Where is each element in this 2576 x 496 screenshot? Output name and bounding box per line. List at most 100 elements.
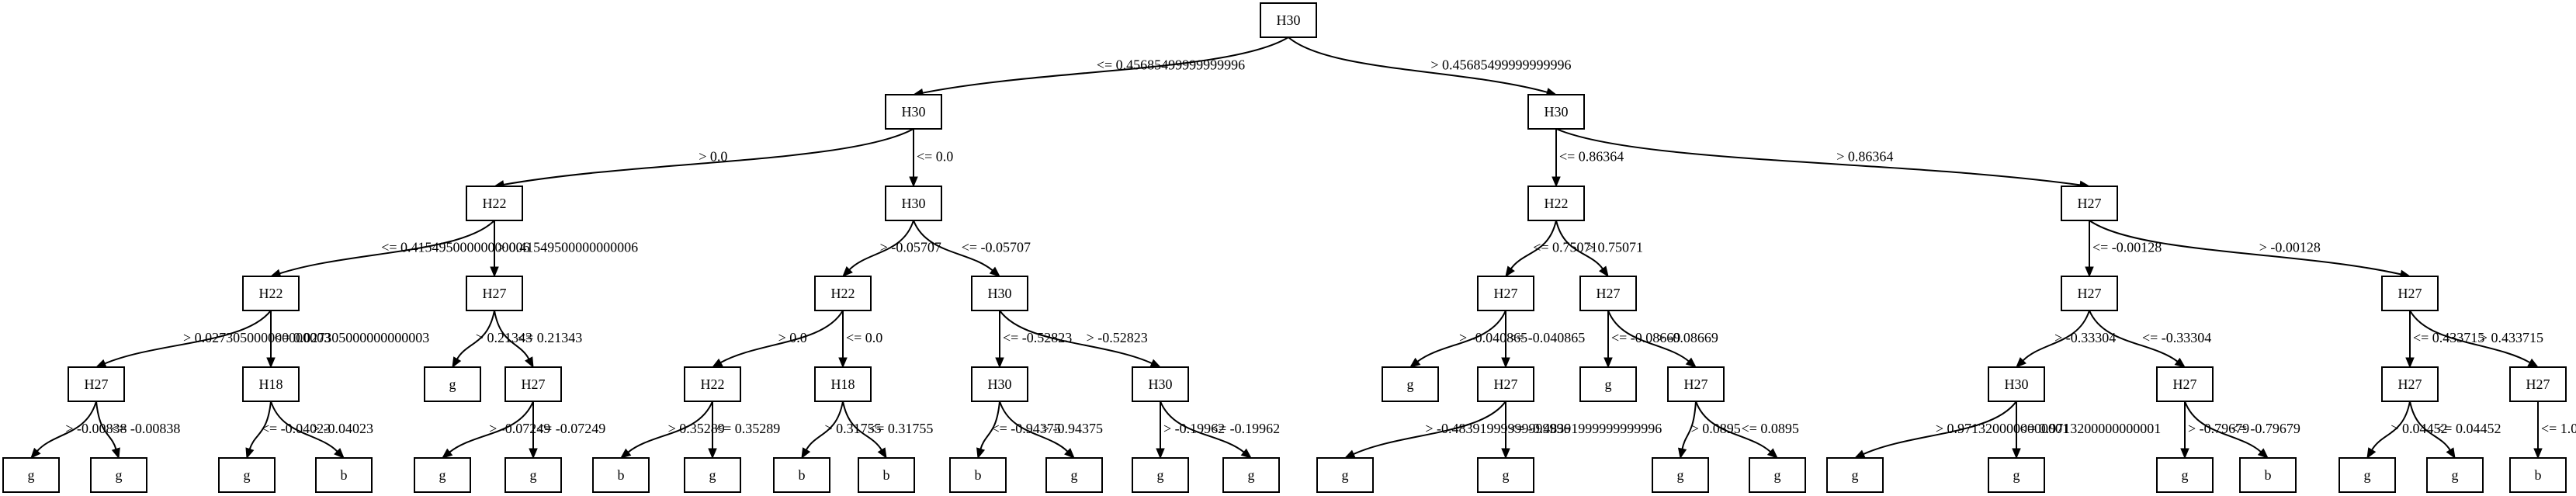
edge-n18-n35: > -0.07249 <box>441 401 550 459</box>
edge-n21-n41: <= -0.94375 <box>976 401 1061 460</box>
node-box <box>1667 366 1725 402</box>
split-node-h27: H27 <box>2381 276 2439 311</box>
edge-n7-n16: <= 0.027305000000000003 <box>266 310 429 369</box>
node-label: H27 <box>522 376 546 392</box>
edge-n5-n11: <= 0.75071 <box>1505 220 1598 278</box>
node-box <box>971 366 1028 402</box>
edge-line <box>2184 401 2262 453</box>
arrowhead-icon <box>1343 449 1356 459</box>
node-label: g <box>2182 467 2189 483</box>
edge-n5-n12: > 0.75071 <box>1555 220 1643 278</box>
arrowhead-icon <box>708 448 717 460</box>
edge-label: > 0.0 <box>778 330 807 345</box>
node-box <box>2426 457 2484 493</box>
node-box <box>1316 457 1374 493</box>
split-node-h30: H30 <box>1527 94 1585 130</box>
node-label: b <box>2535 467 2542 483</box>
edge-line <box>95 401 117 449</box>
edge-n13-n27: > -0.33304 <box>2016 310 2116 368</box>
node-box <box>814 276 872 311</box>
edge-n14-n30: > 0.433715 <box>2409 310 2543 368</box>
arrowhead-icon <box>2174 357 2186 368</box>
node-label: b <box>883 467 890 483</box>
edge-label: > -0.08669 <box>1657 330 1718 345</box>
edge-n12-n26: > -0.08669 <box>1607 310 1718 368</box>
edge-line <box>2409 401 2451 451</box>
split-node-h30: H30 <box>885 94 942 130</box>
node-label: H27 <box>2398 286 2422 301</box>
edge-label: <= -0.52823 <box>1003 330 1072 345</box>
node-label: b <box>975 467 982 483</box>
edge-n28-n52: <= -0.79679 <box>2184 401 2300 459</box>
edge-label: <= -0.19962 <box>1211 421 1280 436</box>
split-node-h27: H27 <box>2061 276 2118 311</box>
split-node-h22: H22 <box>466 186 523 221</box>
leaf-node-g: g <box>218 457 276 493</box>
node-box <box>1527 94 1585 130</box>
edge-label: <= 0.9713200000000001 <box>2020 421 2161 436</box>
split-node-h27: H27 <box>1579 276 1637 311</box>
node-box <box>949 457 1007 493</box>
edge-label: > -0.040865 <box>1459 330 1527 345</box>
node-label: g <box>449 376 456 392</box>
edge-line <box>2371 401 2411 451</box>
node-box <box>2239 457 2297 493</box>
node-label: g <box>1605 376 1612 392</box>
node-box <box>885 94 942 130</box>
leaf-node-b: b <box>773 457 830 493</box>
node-label: b <box>799 467 806 483</box>
edge-n2-n5: <= 0.86364 <box>1551 129 1624 188</box>
edge-label: <= -0.00838 <box>111 421 180 436</box>
arrowhead-icon <box>619 448 632 459</box>
edge-label: <= 0.027305000000000003 <box>274 330 429 345</box>
edge-line <box>913 220 993 272</box>
arrowhead-icon <box>1853 449 1866 459</box>
edge-n3-n8: > 0.41549500000000006 <box>490 220 638 278</box>
arrowhead-icon <box>525 356 534 369</box>
node-label: g <box>2452 467 2459 483</box>
split-node-h27: H27 <box>2156 366 2214 402</box>
split-node-h22: H22 <box>814 276 872 311</box>
edge-label: <= -0.00128 <box>2092 240 2162 255</box>
edge-line <box>1288 36 1548 93</box>
edge-line <box>1555 128 2081 186</box>
node-label: g <box>709 467 716 483</box>
edge-label: <= 0.75071 <box>1533 240 1597 255</box>
node-label: H22 <box>483 196 507 211</box>
split-node-h27: H27 <box>68 366 125 402</box>
node-label: g <box>439 467 446 483</box>
arrowhead-icon <box>1156 448 1165 460</box>
edge-line <box>104 310 272 365</box>
edge-n19-n38: <= 0.35289 <box>708 401 780 460</box>
node-label: b <box>618 467 625 483</box>
edge-line <box>1510 220 1557 269</box>
split-node-h27: H27 <box>1477 276 1534 311</box>
arrowhead-icon <box>334 448 345 459</box>
edge-label: <= 0.31755 <box>868 421 933 436</box>
tree-edges: <= 0.45685499999999996> 0.45685499999999… <box>30 36 2576 460</box>
node-label: H30 <box>988 376 1012 392</box>
arrowhead-icon <box>452 356 462 369</box>
edge-line <box>848 220 914 271</box>
edge-label: > 0.21343 <box>476 330 532 345</box>
leaf-node-g: g <box>2426 457 2484 493</box>
node-label: g <box>2013 467 2020 483</box>
edge-n3-n7: <= 0.41549500000000006 <box>269 220 530 278</box>
edge-label: > -0.05707 <box>880 240 941 255</box>
arrowhead-icon <box>111 447 120 460</box>
node-box <box>1477 457 1534 493</box>
node-box <box>592 457 650 493</box>
split-node-h30: H30 <box>971 366 1028 402</box>
leaf-node-b: b <box>2239 457 2297 493</box>
edge-n20-n39: > 0.31755 <box>801 401 882 460</box>
node-label: g <box>1677 467 1684 483</box>
node-label: H30 <box>2005 376 2029 392</box>
node-box <box>2509 366 2567 402</box>
node-box <box>1579 366 1637 402</box>
node-label: H27 <box>2398 376 2422 392</box>
edge-label: <= -0.04023 <box>262 421 331 436</box>
edge-n26-n48: <= 0.0895 <box>1695 401 1799 459</box>
edge-n22-n43: > -0.19962 <box>1156 401 1225 460</box>
edge-n30-n55: <= 1.0 <box>2533 401 2576 460</box>
edge-label: > 0.0895 <box>1691 421 1741 436</box>
